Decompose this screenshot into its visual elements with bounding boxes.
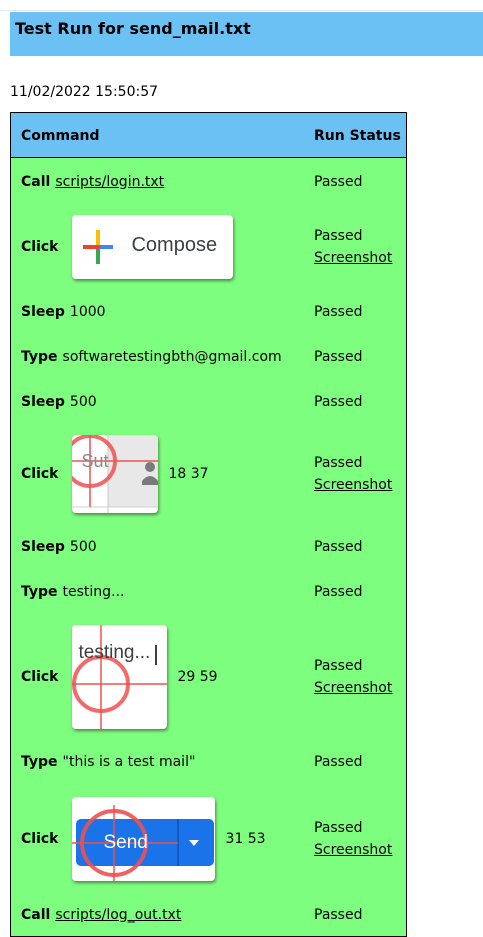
command-action: Call [21,907,51,923]
table-row: Sleep 500 Passed [11,379,406,424]
status-cell: Passed [314,335,362,379]
command-action: Click [21,238,59,255]
top-edge [0,0,483,11]
command-cell: Sleep 1000 [21,289,106,335]
body-thumb-art [72,625,168,729]
status-text: Passed [314,349,363,365]
script-link-logout[interactable]: scripts/log_out.txt [55,907,182,923]
command-cell: Call scripts/log_out.txt [21,894,181,936]
top-strip [0,0,483,12]
body-screenshot-thumbnail: testing... [72,625,168,729]
command-cell: Type testing... [21,569,124,615]
command-argument: "this is a test mail" [62,753,196,770]
status-text: Passed [314,455,363,471]
body-thumb-text: testing... [78,642,151,663]
table-row: Click Send 31 53 Passed Screenshot [11,784,406,894]
command-cell: Type "this is a test mail" [21,739,195,784]
command-cell: Sleep 500 [21,379,97,424]
table-row: Click Compose Passed Screenshot [11,204,406,289]
table-row: Sleep 500 Passed [11,524,406,569]
command-cell: Click Compose [21,204,243,289]
status-cell: Passed Screenshot [314,204,392,289]
table-row: Type softwaretestingbth@gmail.com Passed [11,335,406,379]
command-argument: testing... [62,584,125,600]
command-cell: Click testing... 29 59 [21,615,218,739]
status-text: Passed [314,173,363,190]
send-thumb-art [72,797,216,881]
status-cell: Passed Screenshot [314,615,392,739]
status-text: Passed [314,753,363,770]
page-title: Test Run for send_mail.txt [15,19,251,38]
screenshot-link[interactable]: Screenshot [314,680,393,696]
click-coordinates: 29 59 [177,669,218,685]
person-icon [142,462,159,485]
column-header-command: Command [21,128,100,144]
send-thumb-text: Send [103,832,148,853]
command-argument: 1000 [69,304,106,320]
table-row: Click Sut 18 37 [11,424,406,524]
command-argument: 500 [69,393,97,410]
screenshot-link[interactable]: Screenshot [314,477,393,493]
command-action: Click [21,831,59,847]
table-row: Type "this is a test mail" Passed [11,739,406,784]
table-row: Call scripts/login.txt Passed [11,159,406,204]
status-cell: Passed [314,289,362,335]
table-row: Sleep 1000 Passed [11,289,406,335]
command-action: Sleep [21,304,65,320]
subject-thumb-art [72,435,159,513]
status-cell: Passed Screenshot [314,784,392,894]
status-cell: Passed Screenshot [314,424,392,524]
table-row: Click testing... 29 59 Passed Screenshot [11,615,406,739]
table-row: Type testing... Passed [11,569,406,615]
status-text: Passed [314,820,363,836]
status-cell: Passed [314,894,362,936]
status-cell: Passed [314,739,362,784]
subject-thumb-text: Sut [81,451,109,471]
status-text: Passed [314,393,363,410]
command-argument: softwaretestingbth@gmail.com [62,349,282,365]
screenshot-link[interactable]: Screenshot [314,249,393,266]
command-cell: Call scripts/login.txt [21,159,164,204]
status-cell: Passed [314,159,362,204]
compose-label: Compose [131,233,218,256]
table-row: Call scripts/log_out.txt Passed [11,894,406,936]
page-header: Test Run for send_mail.txt [10,12,483,56]
status-cell: Passed [314,379,362,424]
send-screenshot-thumbnail: Send [72,797,216,881]
command-action: Sleep [21,393,65,410]
command-cell: Type softwaretestingbth@gmail.com [21,335,282,379]
command-action: Type [21,753,58,770]
command-action: Call [21,173,51,190]
compose-screenshot-thumbnail: Compose [72,214,234,279]
command-action: Click [21,466,59,482]
command-action: Sleep [21,538,65,555]
script-link-login[interactable]: scripts/login.txt [55,173,165,190]
run-table: Command Run Status Call scripts/login.tx… [10,112,407,937]
column-header-status: Run Status [314,128,401,144]
status-text: Passed [314,304,363,320]
screenshot-link[interactable]: Screenshot [314,842,393,858]
command-action: Type [21,349,58,365]
command-argument: 500 [69,538,97,555]
command-cell: Click Send 31 53 [21,784,266,894]
status-text: Passed [314,227,363,244]
status-text: Passed [314,658,363,674]
google-plus-compose-icon [83,229,114,264]
click-coordinates: 31 53 [225,831,266,847]
status-cell: Passed [314,569,362,615]
command-action: Type [21,584,58,600]
status-text: Passed [314,584,363,600]
command-cell: Click Sut 18 37 [21,424,209,524]
status-text: Passed [314,538,363,555]
subject-screenshot-thumbnail: Sut [72,435,159,513]
command-cell: Sleep 500 [21,524,97,569]
run-timestamp: 11/02/2022 15:50:57 [10,84,159,100]
status-cell: Passed [314,524,362,569]
status-text: Passed [314,907,363,923]
table-header: Command Run Status [11,113,406,158]
dropdown-arrow-icon [189,840,200,846]
command-action: Click [21,669,59,685]
click-coordinates: 18 37 [168,466,209,482]
